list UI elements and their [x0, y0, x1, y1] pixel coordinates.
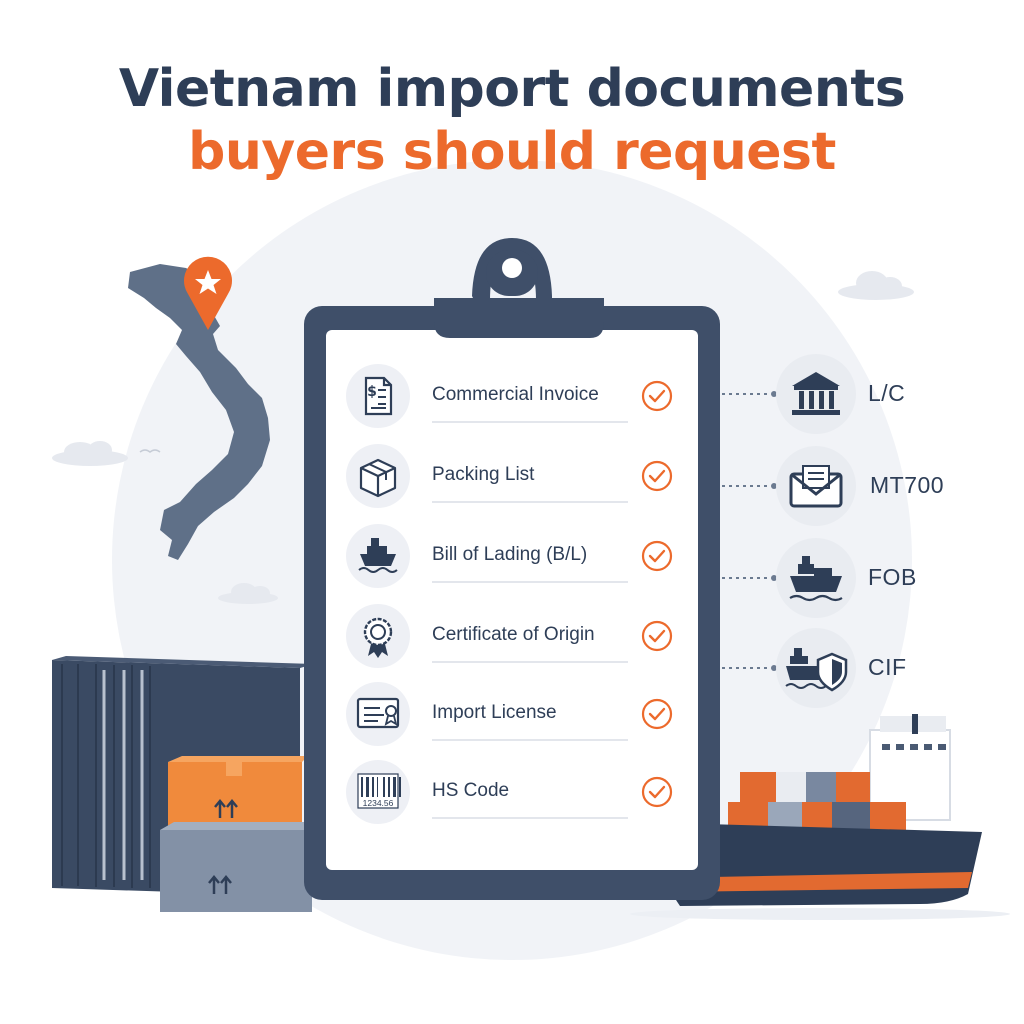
document-label: HS Code [432, 780, 510, 801]
term-label: FOB [868, 564, 917, 590]
vietnam-map [128, 264, 270, 560]
term-label: L/C [868, 380, 906, 406]
cargo-ship-icon [789, 556, 843, 602]
title-line-1: Vietnam import documents [118, 59, 906, 119]
map-pin-icon [184, 256, 232, 330]
document-label: Packing List [432, 464, 535, 485]
check-icon [641, 540, 673, 572]
document-row: 1234.56 [346, 760, 673, 824]
ship-shield-icon [785, 648, 848, 692]
term-row [722, 538, 856, 618]
document-row [346, 604, 673, 668]
document-row: $ [346, 364, 673, 428]
cloud-right [838, 271, 914, 300]
term-row [722, 446, 856, 526]
ship-icon [358, 538, 398, 573]
cargo-ship [630, 714, 1010, 920]
clipboard [304, 238, 720, 900]
document-row [346, 524, 673, 588]
barcode-icon: 1234.56 [357, 773, 401, 809]
term-row [722, 354, 856, 434]
cloud-left [52, 441, 128, 466]
barcode-number: 1234.56 [363, 798, 394, 808]
certificate-icon [363, 617, 393, 658]
check-icon [641, 460, 673, 492]
document-label: Bill of Lading (B/L) [432, 544, 588, 565]
orange-box [168, 756, 308, 830]
term-icon-bg [776, 354, 856, 434]
term-label: MT700 [870, 472, 945, 498]
document-label: Commercial Invoice [432, 384, 599, 405]
check-icon [641, 698, 673, 730]
document-label: Certificate of Origin [432, 624, 595, 645]
invoice-icon: $ [364, 376, 393, 416]
license-icon [356, 697, 400, 729]
gray-box [160, 822, 318, 912]
term-label: CIF [868, 654, 907, 680]
envelope-icon [789, 465, 843, 508]
title-line-2: buyers should request [188, 122, 836, 182]
document-label: Import License [432, 702, 557, 723]
svg-text:$: $ [367, 384, 377, 400]
term-row [722, 628, 856, 708]
cloud-mid-left [218, 583, 278, 604]
check-icon [641, 620, 673, 652]
document-row [346, 444, 673, 508]
bank-icon [792, 372, 840, 415]
check-icon [641, 776, 673, 808]
check-icon [641, 380, 673, 412]
document-row [346, 682, 673, 746]
bird-icon [139, 449, 161, 453]
title-block: Vietnam import documents buyers should r… [0, 58, 1024, 184]
box-icon [359, 458, 397, 498]
